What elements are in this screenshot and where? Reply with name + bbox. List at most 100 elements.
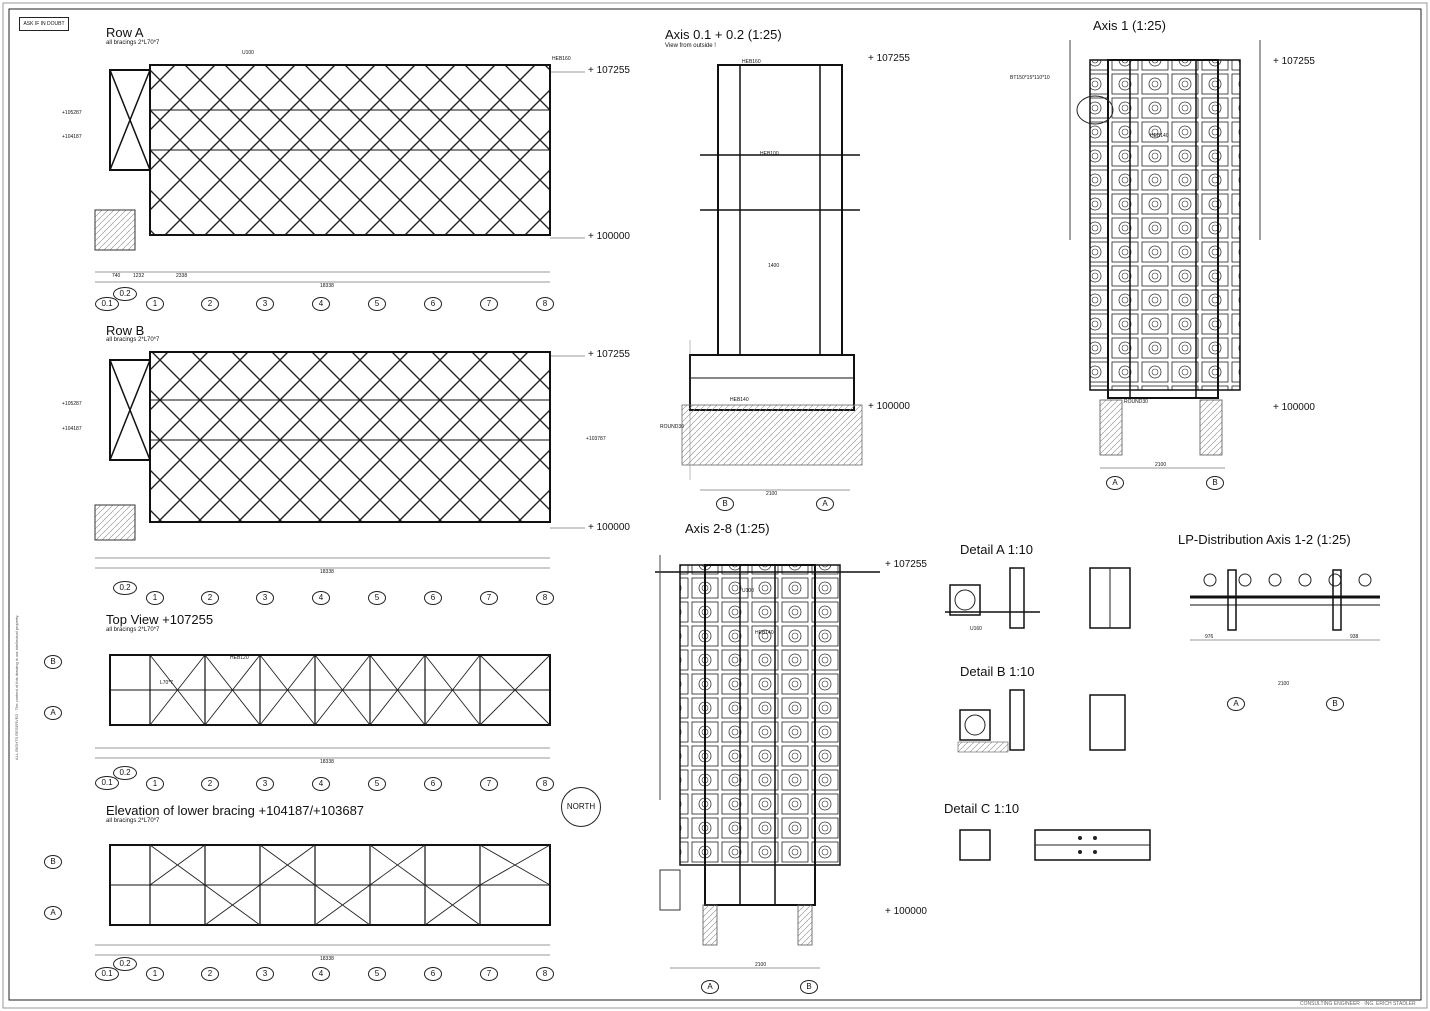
axis-bubble-2: 2 <box>201 967 219 981</box>
axis-bubble-b: B <box>1206 476 1224 490</box>
axis-bubble-a: A <box>701 980 719 994</box>
member-label: HEB160 <box>552 56 571 62</box>
axis-bubble-3: 3 <box>256 967 274 981</box>
axis-bubble-b: B <box>1326 697 1344 711</box>
axis-bubble-8: 8 <box>536 591 554 605</box>
axis-bubble-0-1: 0.1 <box>95 776 119 790</box>
member-label: U160 <box>970 626 982 632</box>
elev-107255-axis28: + 107255 <box>885 559 927 570</box>
axis-1-section <box>1069 40 1261 469</box>
axis-bubble-b: B <box>716 497 734 511</box>
dim-976: 976 <box>1205 634 1214 640</box>
elev-105287-row-a: +105287 <box>62 110 82 116</box>
axis-bubble-2: 2 <box>201 297 219 311</box>
elev-100000-axis1: + 100000 <box>1273 402 1315 413</box>
elev-lower-sub: all bracings 2*L70*7 <box>106 818 160 824</box>
axis-bubble-0-1: 0.1 <box>95 297 119 311</box>
axis-bubble-4: 4 <box>312 297 330 311</box>
row-b-elevation <box>94 351 585 569</box>
member-label: HEB160 <box>742 59 761 65</box>
axis1-title: Axis 1 (1:25) <box>1093 18 1166 33</box>
detail-b-drawing <box>957 689 1126 753</box>
axis-bubble-a: A <box>44 706 62 720</box>
top-view-plan <box>95 654 551 759</box>
member-label: U100 <box>242 50 254 56</box>
dim-total-lower: 18338 <box>320 956 334 962</box>
axis28-title: Axis 2-8 (1:25) <box>685 521 770 536</box>
axis-bubble-5: 5 <box>368 297 386 311</box>
elev-107255-axis1: + 107255 <box>1273 56 1315 67</box>
dim-2100-axis28: 2100 <box>755 962 767 968</box>
row-a-title: Row A <box>106 25 144 40</box>
axis-bubble-0-2: 0.2 <box>113 766 137 780</box>
axis-bubble-6: 6 <box>424 967 442 981</box>
axis-bubble-a: A <box>1227 697 1245 711</box>
axis-bubble-7: 7 <box>480 297 498 311</box>
axis-bubble-b: B <box>44 655 62 669</box>
detail-a-drawing <box>945 567 1131 629</box>
axis-bubble-7: 7 <box>480 591 498 605</box>
row-a-sub: all bracings 2*L70*7 <box>106 40 160 46</box>
axis-bubble-a: A <box>1106 476 1124 490</box>
axis-bubble-1: 1 <box>146 967 164 981</box>
axis-bubble-1: 1 <box>146 591 164 605</box>
axis-bubble-b: B <box>800 980 818 994</box>
elev-103787-row-b: +103787 <box>586 436 606 442</box>
member-label: HEB120 <box>230 655 249 661</box>
top-view-title: Top View +107255 <box>106 612 214 627</box>
elev-107255-row-b: + 107255 <box>588 349 630 360</box>
axis-bubble-4: 4 <box>312 777 330 791</box>
dim-edge: 740 <box>112 273 121 279</box>
axis-bubble-3: 3 <box>256 297 274 311</box>
row-b-title: Row B <box>106 323 145 338</box>
dim-938: 938 <box>1350 634 1359 640</box>
member-label: HEB140 <box>755 630 774 636</box>
dim-2100-axis1: 2100 <box>1155 462 1167 468</box>
elev-100000-axis28: + 100000 <box>885 906 927 917</box>
elev-105287-row-b: +105287 <box>62 401 82 407</box>
detail-a-title: Detail A 1:10 <box>960 542 1033 557</box>
dim-2100-lp: 2100 <box>1278 681 1290 687</box>
member-label: BT150*15*110*10 <box>1010 75 1050 81</box>
detail-b-title: Detail B 1:10 <box>960 664 1035 679</box>
member-label: ROUND30 <box>660 424 684 430</box>
axis-bubble-8: 8 <box>536 297 554 311</box>
axis-bubble-7: 7 <box>480 967 498 981</box>
dim-bay: 2338 <box>176 273 188 279</box>
title-block-footer: CONSULTING ENGINEER · ING. ERICH STADLER <box>1300 1001 1416 1007</box>
row-a-elevation <box>94 64 585 283</box>
member-label: U100 <box>742 588 754 594</box>
elev-104187-row-a: +104187 <box>62 134 82 140</box>
axis-bubble-1: 1 <box>146 777 164 791</box>
row-b-sub: all bracings 2*L70*7 <box>106 337 160 343</box>
dim-total-top: 18338 <box>320 759 334 765</box>
axis-bubble-6: 6 <box>424 591 442 605</box>
member-label: HEB140 <box>730 397 749 403</box>
axis-bubble-8: 8 <box>536 777 554 791</box>
dim-1400: 1400 <box>768 263 780 269</box>
elev-107255-row-a: + 107255 <box>588 65 630 76</box>
member-label: HEB100 <box>760 151 779 157</box>
axis-bubble-1: 1 <box>146 297 164 311</box>
axis-bubble-0-2: 0.2 <box>113 957 137 971</box>
axis-bubble-2: 2 <box>201 777 219 791</box>
member-label: HEB140 <box>1150 133 1169 139</box>
lp-distribution-drawing <box>1190 569 1380 641</box>
north-arrow: NORTH <box>561 787 601 827</box>
axis-bubble-0-2: 0.2 <box>113 581 137 595</box>
axis-bubble-2: 2 <box>201 591 219 605</box>
elev-100000-row-a: + 100000 <box>588 231 630 242</box>
detail-c-title: Detail C 1:10 <box>944 801 1020 816</box>
axis-bubble-5: 5 <box>368 591 386 605</box>
member-label: L70*7 <box>160 680 174 686</box>
detail-c-drawing <box>959 829 1151 861</box>
axis-bubble-6: 6 <box>424 297 442 311</box>
axis-bubble-6: 6 <box>424 777 442 791</box>
axis-bubble-0-1: 0.1 <box>95 967 119 981</box>
elev-100000-row-b: + 100000 <box>588 522 630 533</box>
ask-if-in-doubt-box: ASK IF IN DOUBT <box>19 17 69 31</box>
axis-bubble-a: A <box>816 497 834 511</box>
axis-bubble-5: 5 <box>368 967 386 981</box>
axis-bubble-4: 4 <box>312 967 330 981</box>
